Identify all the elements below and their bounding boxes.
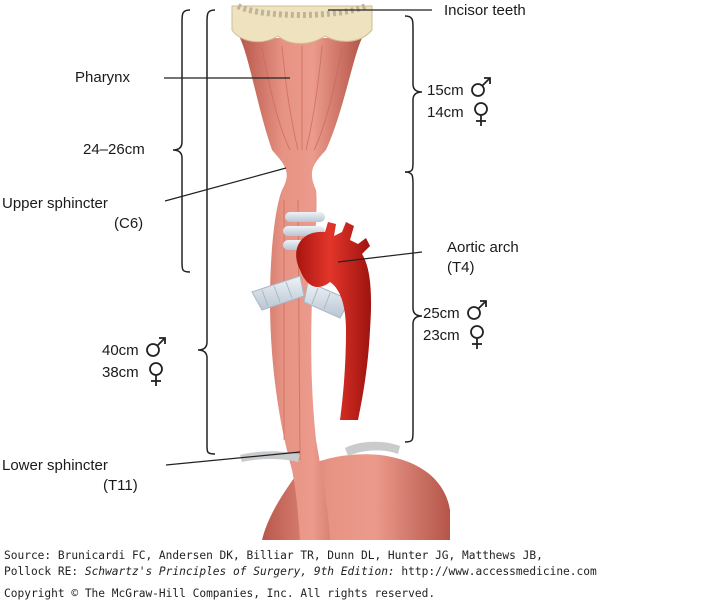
label-lower-female-length: 23cm (423, 327, 460, 344)
source-authors-end: Pollock RE: (4, 565, 85, 578)
male-symbol-icon (467, 300, 487, 320)
label-total-female-length: 38cm (102, 364, 139, 381)
source-line-1: Source: Brunicardi FC, Andersen DK, Bill… (4, 549, 543, 562)
male-symbol-icon (146, 337, 166, 357)
male-symbol-icon (471, 77, 491, 97)
label-lower-male-length: 25cm (423, 305, 460, 322)
bronchi (251, 275, 351, 319)
label-incisor-teeth: Incisor teeth (444, 2, 526, 19)
muscle-fibres (261, 45, 343, 461)
leader-lines (164, 9, 432, 466)
label-upper-male-length: 15cm (427, 82, 464, 99)
label-total-male-length: 40cm (102, 342, 139, 359)
female-symbol-icon (149, 362, 163, 386)
label-upper-sphincter: Upper sphincter (2, 195, 108, 212)
source-line-2: Pollock RE: Schwartz's Principles of Sur… (4, 564, 708, 580)
label-upper-female-length: 14cm (427, 104, 464, 121)
label-aortic-arch-level: (T4) (447, 259, 475, 276)
source-url[interactable]: http://www.accessmedicine.com (394, 565, 597, 578)
copyright-line: Copyright © The McGraw-Hill Companies, I… (4, 587, 436, 600)
aorta (296, 222, 372, 420)
female-symbol-icon (470, 325, 484, 349)
female-symbol-icon (474, 102, 488, 126)
bracket-lines (172, 9, 423, 455)
label-aortic-arch: Aortic arch (447, 239, 519, 256)
label-pharynx: Pharynx (75, 69, 131, 86)
stomach (262, 454, 450, 540)
esophagus-diagram (164, 3, 450, 540)
label-length-24-26: 24–26cm (83, 141, 145, 158)
source-footer: Source: Brunicardi FC, Andersen DK, Bill… (4, 548, 708, 602)
label-upper-sphincter-level: (C6) (114, 215, 144, 232)
incisor-teeth (231, 3, 373, 44)
label-lower-sphincter-level: (T11) (103, 477, 138, 494)
source-book-title: Schwartz's Principles of Surgery, 9th Ed… (84, 565, 395, 578)
label-lower-sphincter: Lower sphincter (2, 457, 108, 474)
